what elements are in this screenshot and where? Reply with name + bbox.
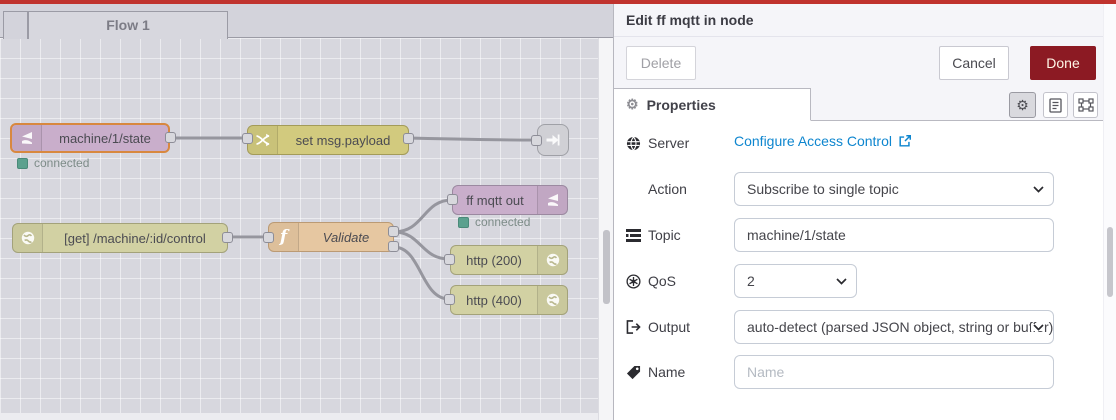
scrollbar-handle[interactable]: [1107, 227, 1113, 297]
globe-icon: [13, 224, 43, 252]
node-change[interactable]: set msg.payload: [247, 125, 409, 155]
appearance-icon: [1077, 98, 1094, 112]
tab-flow-1[interactable]: Flow 1: [28, 11, 228, 39]
node-label: http (200): [466, 252, 522, 268]
input-port[interactable]: [447, 194, 458, 205]
node-http-response-200[interactable]: http (200): [450, 245, 568, 275]
cancel-button[interactable]: Cancel: [939, 46, 1009, 80]
gear-icon: ⚙: [1016, 96, 1029, 113]
chevron-down-icon: [1031, 324, 1044, 331]
input-port[interactable]: [263, 232, 274, 243]
edit-description-button[interactable]: [1043, 92, 1068, 118]
globe-icon: [626, 136, 641, 151]
input-port[interactable]: [242, 133, 253, 144]
node-label: [get] /machine/:id/control: [64, 230, 206, 246]
name-field-label: Name: [626, 362, 685, 382]
output-port[interactable]: [165, 132, 176, 143]
panel-title: Edit ff mqtt in node: [626, 12, 754, 28]
topic-field-label: Topic: [626, 225, 681, 245]
node-label: ff mqtt out: [466, 192, 524, 208]
node-http-response-400[interactable]: http (400): [450, 285, 568, 315]
flow-tab-partial[interactable]: [3, 11, 28, 39]
configure-access-control-link[interactable]: Configure Access Control: [734, 133, 912, 149]
node-link-out[interactable]: [537, 124, 569, 156]
mqtt-icon: [537, 186, 567, 214]
top-accent-bar: [0, 0, 1116, 4]
input-port[interactable]: [444, 254, 455, 265]
status-text: connected: [34, 156, 90, 170]
panel-scrollbar[interactable]: [1103, 4, 1116, 420]
node-function-validate[interactable]: f Validate: [268, 222, 394, 252]
input-port[interactable]: [531, 135, 542, 146]
external-link-icon: [898, 134, 912, 148]
node-label: http (400): [466, 292, 522, 308]
tab-label: Properties: [646, 96, 716, 113]
flow-canvas[interactable]: [0, 38, 598, 420]
edit-appearance-button[interactable]: [1073, 92, 1098, 118]
mqtt-icon: [12, 125, 42, 151]
flow-tab-strip: Flow 1: [0, 4, 613, 39]
panel-tab-bar: ⚙ Properties ⚙: [614, 88, 1116, 121]
name-input[interactable]: [734, 355, 1054, 389]
node-mqtt-out[interactable]: ff mqtt out: [452, 185, 568, 215]
node-label: set msg.payload: [295, 132, 391, 148]
action-select[interactable]: Subscribe to single topic: [734, 172, 1054, 206]
node-http-in[interactable]: [get] /machine/:id/control: [12, 223, 228, 253]
tab-properties[interactable]: ⚙ Properties: [614, 88, 811, 121]
qos-icon: [626, 273, 641, 289]
node-status: connected: [17, 156, 89, 170]
server-field-label: Server: [626, 133, 689, 153]
scrollbar-handle[interactable]: [603, 230, 610, 304]
input-port[interactable]: [444, 294, 455, 305]
node-label: Validate: [322, 229, 370, 245]
output-select[interactable]: auto-detect (parsed JSON object, string …: [734, 310, 1054, 344]
shuffle-icon: [248, 126, 278, 154]
output-port[interactable]: [222, 232, 233, 243]
sign-out-icon: [626, 320, 641, 334]
panel-toolbar: Delete Cancel Done: [614, 37, 1116, 88]
output-port[interactable]: [403, 133, 414, 144]
panel-header: Edit ff mqtt in node: [614, 4, 1116, 37]
globe-icon: [537, 286, 567, 314]
globe-icon: [537, 246, 567, 274]
node-label: machine/1/state: [59, 130, 151, 146]
output-port-1[interactable]: [388, 226, 399, 237]
document-icon: [1049, 97, 1062, 113]
edit-properties-button[interactable]: ⚙: [1009, 92, 1036, 118]
flow-workspace[interactable]: Flow 1 machine/1/state: [0, 4, 613, 420]
node-mqtt-in[interactable]: machine/1/state: [10, 123, 170, 153]
node-status: connected: [458, 215, 530, 229]
vertical-scrollbar[interactable]: [598, 38, 613, 420]
output-port-2[interactable]: [388, 241, 399, 252]
function-icon: f: [269, 223, 299, 251]
properties-form: Server Configure Access Control Action S…: [614, 121, 1103, 420]
topic-input[interactable]: [734, 218, 1054, 252]
gear-icon: ⚙: [626, 96, 639, 112]
tag-icon: [626, 365, 641, 380]
status-text: connected: [475, 215, 531, 229]
delete-button[interactable]: Delete: [626, 46, 696, 80]
qos-select[interactable]: 2: [734, 264, 857, 298]
tasks-icon: [626, 228, 641, 242]
horizontal-scrollbar[interactable]: [0, 413, 598, 420]
edit-node-panel: Edit ff mqtt in node Delete Cancel Done …: [613, 4, 1116, 420]
qos-field-label: QoS: [626, 271, 676, 291]
link-out-icon: [545, 132, 561, 148]
chevron-down-icon: [1033, 186, 1044, 193]
status-dot: [458, 216, 469, 228]
chevron-down-icon: [836, 278, 847, 285]
output-field-label: Output: [626, 317, 690, 337]
action-field-label: Action: [648, 181, 687, 197]
status-dot: [17, 157, 28, 169]
done-button[interactable]: Done: [1030, 46, 1096, 80]
